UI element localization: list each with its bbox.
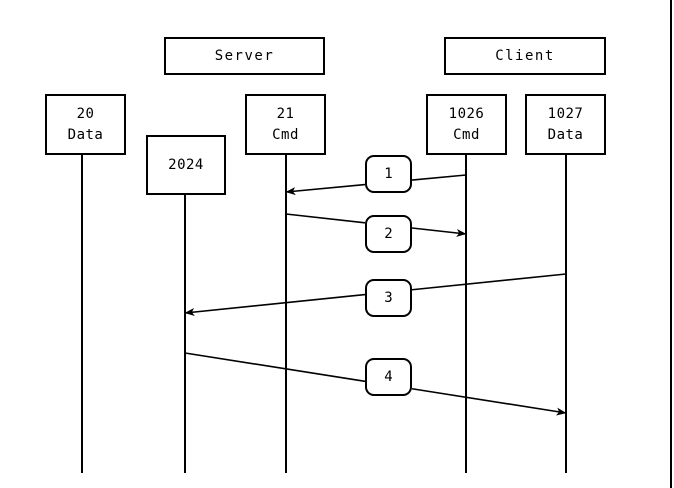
message-arrow-msg4-segment-2 xyxy=(411,387,567,416)
port-kind-label: Data xyxy=(547,126,584,143)
actor-title-server: Server xyxy=(164,37,325,75)
port-number-label: 20 xyxy=(76,106,95,123)
frame-right-border xyxy=(670,0,672,488)
message-arrow-msg2-segment-1 xyxy=(285,213,366,224)
message-lines-group xyxy=(184,174,567,416)
port-number-label: 21 xyxy=(276,106,295,123)
message-step-box-1: 1 xyxy=(365,155,412,193)
message-arrow-msg1-segment-1 xyxy=(411,174,467,181)
message-step-label: 4 xyxy=(384,369,393,385)
message-arrow-msg1-segment-2 xyxy=(285,183,366,196)
lifelines-group xyxy=(81,155,567,473)
actor-title-label: Client xyxy=(495,48,555,64)
port-node-port2024: 2024 xyxy=(146,135,226,195)
port-number-label: 2024 xyxy=(168,156,204,173)
message-step-box-4: 4 xyxy=(365,358,412,396)
port-number-label: 1026 xyxy=(448,106,485,123)
port-kind-label: Cmd xyxy=(272,126,299,143)
message-arrow-msg3-segment-2 xyxy=(184,293,366,317)
message-arrow-msg2-segment-2 xyxy=(411,227,467,237)
message-arrow-msg4-segment-1 xyxy=(184,352,366,383)
port-number-label: 1027 xyxy=(547,106,584,123)
message-step-label: 2 xyxy=(384,226,393,242)
message-step-label: 1 xyxy=(384,166,393,182)
actor-title-label: Server xyxy=(214,48,275,64)
port-kind-label: Cmd xyxy=(453,126,480,143)
message-arrow-msg3-segment-1 xyxy=(411,273,567,291)
port-kind-label: Data xyxy=(67,126,104,143)
actor-title-client: Client xyxy=(444,37,606,75)
message-step-label: 3 xyxy=(384,290,393,306)
message-step-box-2: 2 xyxy=(365,215,412,253)
message-step-box-3: 3 xyxy=(365,279,412,317)
